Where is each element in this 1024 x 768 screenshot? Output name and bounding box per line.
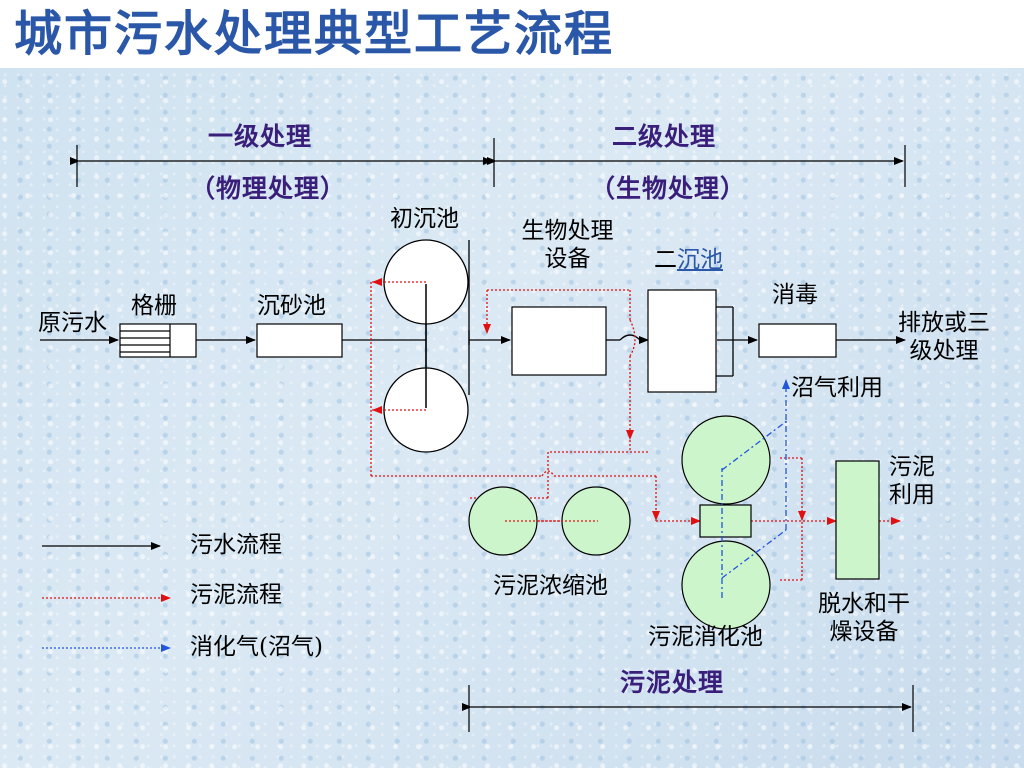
primary-clarifier-label: 初沉池	[390, 206, 459, 232]
dewatering-label: 脱水和干 燥设备	[805, 590, 923, 646]
secondary-clarifier-link[interactable]: 沉池	[677, 247, 723, 273]
discharge-label-line1: 排放或三	[898, 310, 990, 336]
grit-chamber-label: 沉砂池	[257, 293, 326, 319]
stage-range-sludge	[462, 685, 914, 732]
digester-label: 污泥消化池	[648, 624, 763, 650]
stage-range-secondary	[487, 145, 906, 187]
thickener-label: 污泥浓缩池	[493, 573, 608, 599]
thickener-right	[561, 486, 631, 556]
title-bar: 城市污水处理典型工艺流程	[0, 0, 1024, 68]
digester-top	[681, 415, 771, 505]
secondary-clarifier-box	[647, 289, 717, 393]
sludge-use-label-line1: 污泥	[889, 454, 935, 480]
legend-sludge-label: 污泥流程	[190, 582, 282, 608]
disinfection-label: 消毒	[772, 282, 818, 308]
secondary-clarifier-prefix: 二	[654, 247, 677, 273]
digester-connector	[699, 504, 752, 538]
slide-title: 城市污水处理典型工艺流程	[14, 6, 615, 62]
discharge-label-line2: 级处理	[909, 338, 979, 364]
legend-lines	[42, 542, 171, 652]
biogas-use-label: 沼气利用	[791, 375, 883, 401]
dewatering-label-line1: 脱水和干	[818, 591, 910, 617]
stage-primary-subtitle: （物理处理）	[190, 174, 347, 203]
bio-treatment-label: 生物处理 设备	[510, 217, 625, 273]
dewatering-box	[835, 460, 880, 580]
gas-flow-line	[721, 379, 790, 598]
stage-primary-title: 一级处理	[208, 122, 313, 151]
bio-treatment-box	[511, 306, 607, 376]
digester-bottom	[681, 540, 771, 630]
discharge-label: 排放或三 级处理	[881, 309, 1007, 365]
sludge-use-label: 污泥 利用	[882, 453, 942, 509]
bio-treatment-label-line1: 生物处理	[521, 218, 614, 244]
screen-label: 格栅	[131, 293, 177, 319]
stage-secondary-subtitle: （生物处理）	[590, 174, 747, 203]
grit-chamber-box	[256, 323, 343, 358]
disinfection-box	[758, 323, 837, 358]
sludge-use-label-line2: 利用	[889, 482, 935, 508]
dewatering-label-line2: 燥设备	[829, 619, 899, 645]
screen-unit	[119, 323, 197, 358]
legend-sewage-label: 污水流程	[190, 532, 282, 558]
stage-secondary-title: 二级处理	[612, 122, 717, 151]
stage-sludge-title: 污泥处理	[620, 668, 725, 697]
legend-gas-label: 消化气(沼气)	[190, 634, 323, 660]
raw-sewage-label: 原污水	[38, 310, 107, 336]
bio-treatment-label-line2: 设备	[544, 246, 591, 272]
secondary-clarifier-label: 二沉池	[654, 246, 723, 274]
